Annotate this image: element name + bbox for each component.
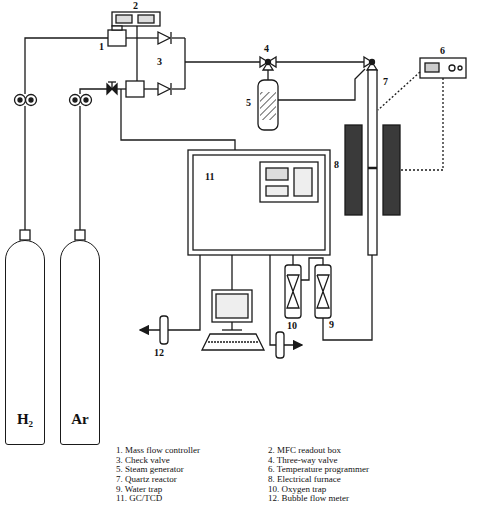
- callout-number: 9: [329, 320, 334, 331]
- callout-number: 4: [264, 44, 269, 55]
- key-entry: 12. Bubble flow meter: [268, 494, 349, 503]
- callout-number: 5: [246, 98, 251, 109]
- three-way-valves: [260, 57, 377, 70]
- gas-name: Ar: [71, 411, 89, 444]
- gc-tcd: [188, 150, 330, 255]
- key-entry: 11. GC/TCD: [116, 494, 162, 503]
- gas-regulators: [15, 95, 92, 241]
- key-entry: 8. Electrical furnace: [268, 475, 341, 484]
- callout-number: 7: [383, 77, 388, 88]
- callout-number: 6: [440, 46, 445, 57]
- mfc-units: [107, 12, 160, 97]
- key-entry: 7. Quartz reactor: [116, 475, 177, 484]
- bubble-flow-meters: [160, 316, 284, 358]
- key-entry: 6. Temperature programmer: [268, 465, 369, 474]
- temperature-programmer: [378, 58, 466, 170]
- callout-number: 8: [334, 160, 339, 171]
- key-entry: 4. Three-way valve: [268, 456, 338, 465]
- callout-number: 12: [154, 348, 164, 359]
- callout-number: 1: [99, 42, 104, 53]
- key-entry: 3. Check valve: [116, 456, 170, 465]
- callout-number: 3: [157, 57, 162, 68]
- key-entry: 1. Mass flow controller: [116, 446, 200, 455]
- key-entry: 5. Steam generator: [116, 465, 184, 474]
- gas-cylinder: H₂: [5, 240, 45, 445]
- quartz-reactor: [368, 70, 377, 255]
- steam-generator: [258, 80, 278, 130]
- traps: [285, 265, 331, 318]
- callout-number: 2: [133, 1, 138, 12]
- computer: [202, 290, 264, 350]
- gas-name: H₂: [17, 411, 33, 444]
- key-entry: 2. MFC readout box: [268, 446, 341, 455]
- check-valves: [158, 32, 171, 95]
- callout-number: 11: [205, 172, 214, 183]
- gas-cylinder: Ar: [60, 240, 100, 445]
- callout-number: 10: [287, 321, 297, 332]
